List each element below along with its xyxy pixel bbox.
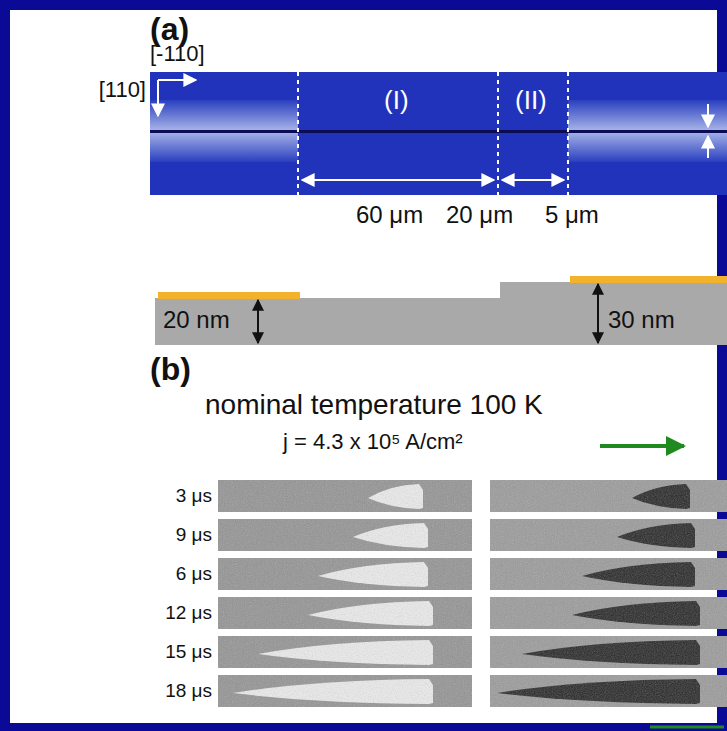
image-strip	[490, 597, 727, 629]
figure-label: 20 nm	[163, 307, 230, 333]
time-label: 12 μs	[165, 603, 212, 624]
image-strip	[490, 597, 727, 629]
figure-label: (I)	[384, 86, 409, 115]
time-label: 15 μs	[165, 642, 212, 663]
image-strip	[490, 519, 727, 551]
figure-label: 60 μm	[356, 202, 423, 228]
time-label: 18 μs	[165, 681, 212, 702]
figure-label: j = 4.3 x 10⁵ A/cm²	[283, 430, 463, 454]
figure-label: [-110]	[150, 42, 205, 66]
image-strip	[218, 636, 472, 668]
figure-label: 5 μm	[545, 202, 599, 228]
time-label: 3 μs	[176, 486, 212, 507]
image-strip	[490, 480, 727, 512]
time-label: 9 μs	[176, 525, 212, 546]
figure-label: (II)	[515, 86, 547, 115]
figure-label: 30 nm	[608, 307, 675, 333]
image-strip	[218, 675, 472, 707]
image-strip	[218, 597, 472, 629]
image-strip	[218, 675, 472, 707]
image-strip	[218, 558, 472, 590]
image-strip	[490, 558, 727, 590]
image-strip	[490, 675, 727, 707]
image-strip	[218, 480, 472, 512]
image-strip	[490, 636, 727, 668]
image-strip	[218, 519, 472, 551]
image-strip	[218, 480, 472, 512]
image-strip	[490, 675, 727, 707]
image-strip	[490, 519, 727, 551]
image-strip	[218, 519, 472, 551]
image-strip	[490, 558, 727, 590]
image-strip	[490, 480, 727, 512]
time-label: 6 μs	[176, 564, 212, 585]
image-strip	[490, 636, 727, 668]
figure-label: [110]	[99, 78, 146, 102]
image-strip	[218, 597, 472, 629]
figure-label: nominal temperature 100 K	[205, 390, 543, 421]
figure-label: 20 μm	[446, 202, 513, 228]
image-strip	[218, 558, 472, 590]
image-strip	[218, 636, 472, 668]
figure-label: (b)	[150, 352, 191, 387]
